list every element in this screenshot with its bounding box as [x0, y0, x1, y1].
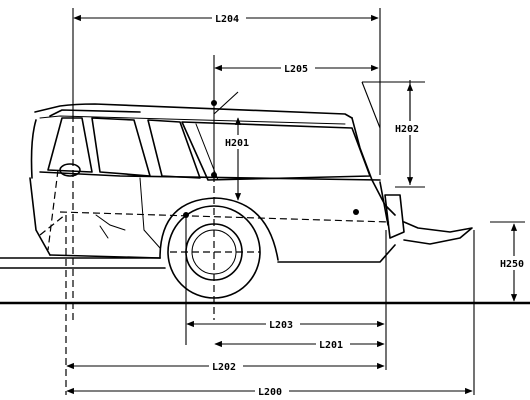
- rear-door-window: [47, 117, 93, 173]
- label-L202: L202: [212, 362, 236, 373]
- rear-bumper: [384, 194, 405, 239]
- cargo-window: [181, 121, 371, 181]
- tow-hitch: [403, 221, 473, 245]
- label-L204: L204: [215, 14, 239, 25]
- label-H202: H202: [395, 124, 419, 135]
- side-window: [147, 119, 201, 179]
- rear-wheel-arch: [159, 197, 279, 261]
- rear-tailgate: [351, 117, 396, 216]
- label-L200: L200: [258, 387, 282, 398]
- label-H250: H250: [500, 259, 524, 270]
- belt-line: [39, 171, 381, 181]
- label-L201: L201: [319, 340, 343, 351]
- label-H201: H201: [225, 138, 249, 149]
- car-body: [0, 103, 473, 269]
- fuel-cap: [59, 163, 81, 177]
- label-L205: L205: [284, 64, 308, 75]
- dimension-labels: L204 L205 H201 H202 H250 L203 L201 L202 …: [209, 11, 530, 398]
- roof-line: [34, 103, 353, 119]
- label-L203: L203: [269, 320, 293, 331]
